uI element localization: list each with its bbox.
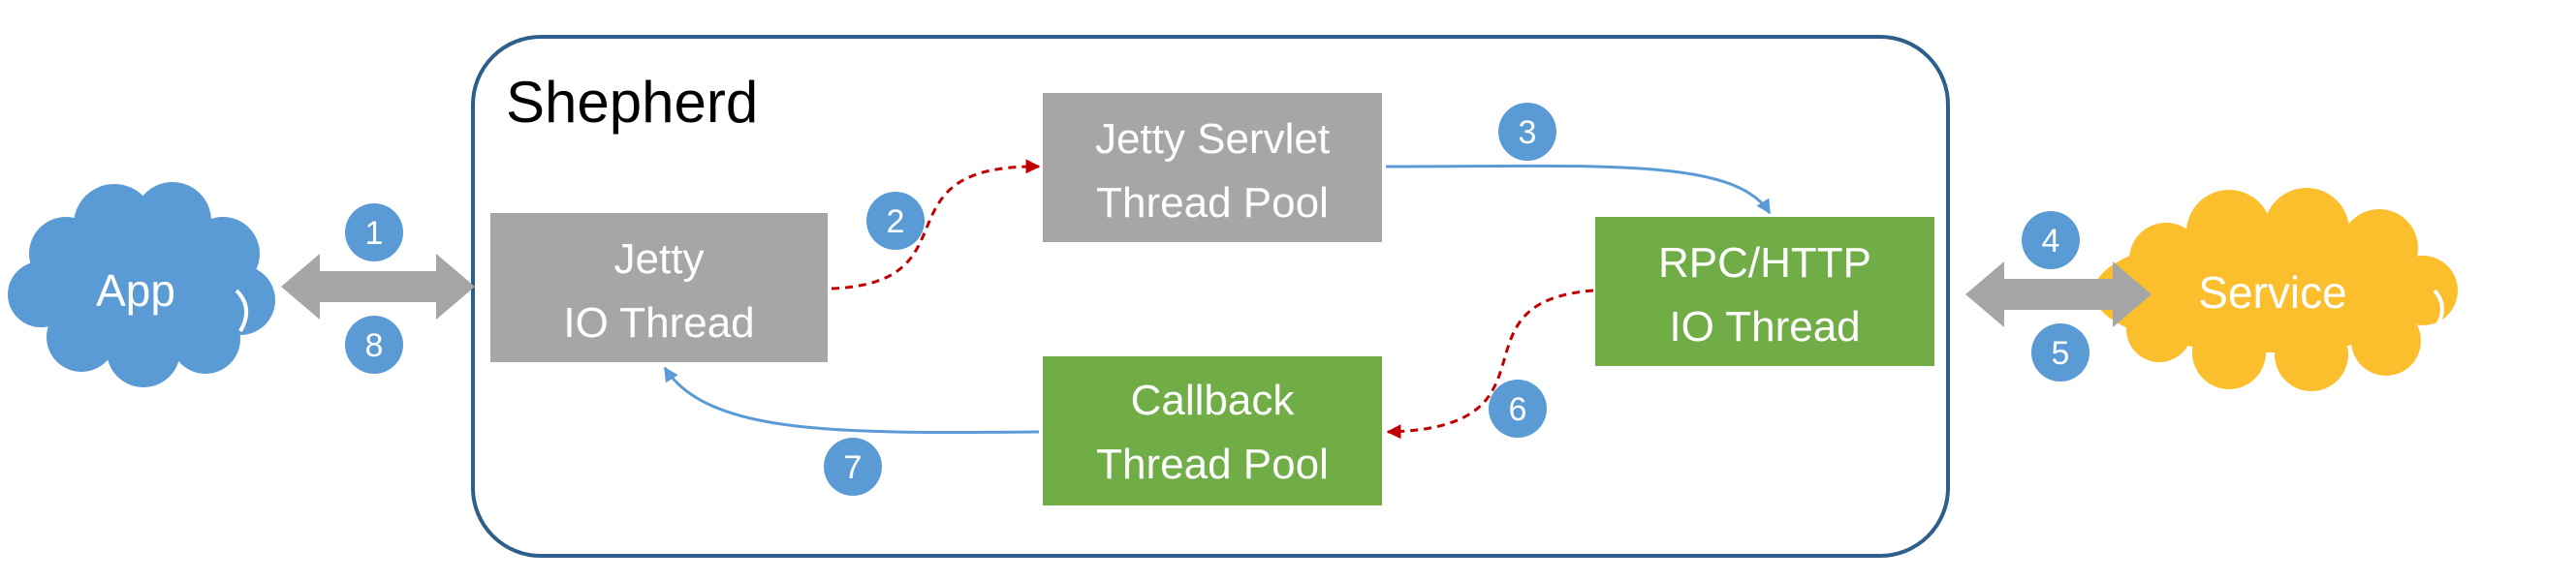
step-number: 6 (1509, 391, 1527, 428)
step-badge-3: 3 (1498, 103, 1556, 161)
service-label: Service (2198, 267, 2346, 318)
service-cloud: Service (2093, 188, 2458, 391)
servlet-pool-line1: Jetty Servlet (1095, 115, 1330, 163)
jetty-io-thread-box: Jetty IO Thread (490, 213, 828, 362)
step-badge-2: 2 (866, 192, 925, 250)
service-cloud-highlight (2433, 289, 2444, 331)
callback-thread-pool-box: Callback Thread Pool (1043, 356, 1382, 505)
step-number: 3 (1519, 114, 1537, 151)
rpc-io-thread-box: RPC/HTTP IO Thread (1595, 217, 1934, 366)
step-badge-5: 5 (2031, 323, 2089, 382)
step-number: 8 (365, 327, 384, 364)
callback-pool-line2: Thread Pool (1096, 441, 1329, 488)
step-badge-6: 6 (1489, 380, 1547, 438)
jetty-io-line2: IO Thread (563, 299, 754, 347)
step-number: 5 (2052, 335, 2070, 372)
servlet-thread-pool-box: Jetty Servlet Thread Pool (1043, 93, 1382, 242)
step-number: 2 (887, 203, 905, 240)
app-cloud-icon (8, 182, 275, 387)
step-number: 4 (2042, 223, 2060, 260)
container-frame (471, 35, 1950, 558)
service-double-arrow (1965, 261, 2152, 327)
shepherd-container: Shepherd (471, 35, 1950, 558)
app-cloud-highlight (235, 289, 248, 333)
rpc-io-line2: IO Thread (1669, 303, 1860, 351)
rpc-io-line1: RPC/HTTP (1658, 239, 1871, 287)
step-badge-7: 7 (824, 438, 882, 496)
callback-pool-line1: Callback (1131, 377, 1296, 424)
arrow-step-7 (663, 366, 1040, 435)
jetty-io-line1: Jetty (614, 235, 705, 283)
step-number: 7 (844, 449, 863, 486)
step-badge-4: 4 (2022, 211, 2080, 269)
servlet-pool-line2: Thread Pool (1096, 179, 1329, 227)
app-label: App (96, 265, 175, 316)
step-number: 1 (365, 215, 384, 252)
arrow-step-2 (831, 159, 1041, 290)
arrow-step-6 (1386, 289, 1594, 440)
step-badge-1: 1 (345, 203, 403, 261)
step-badge-8: 8 (345, 316, 403, 374)
container-title: Shepherd (506, 70, 758, 135)
app-double-arrow (281, 254, 475, 320)
app-cloud: App (8, 182, 275, 387)
arrow-step-3 (1385, 164, 1772, 215)
